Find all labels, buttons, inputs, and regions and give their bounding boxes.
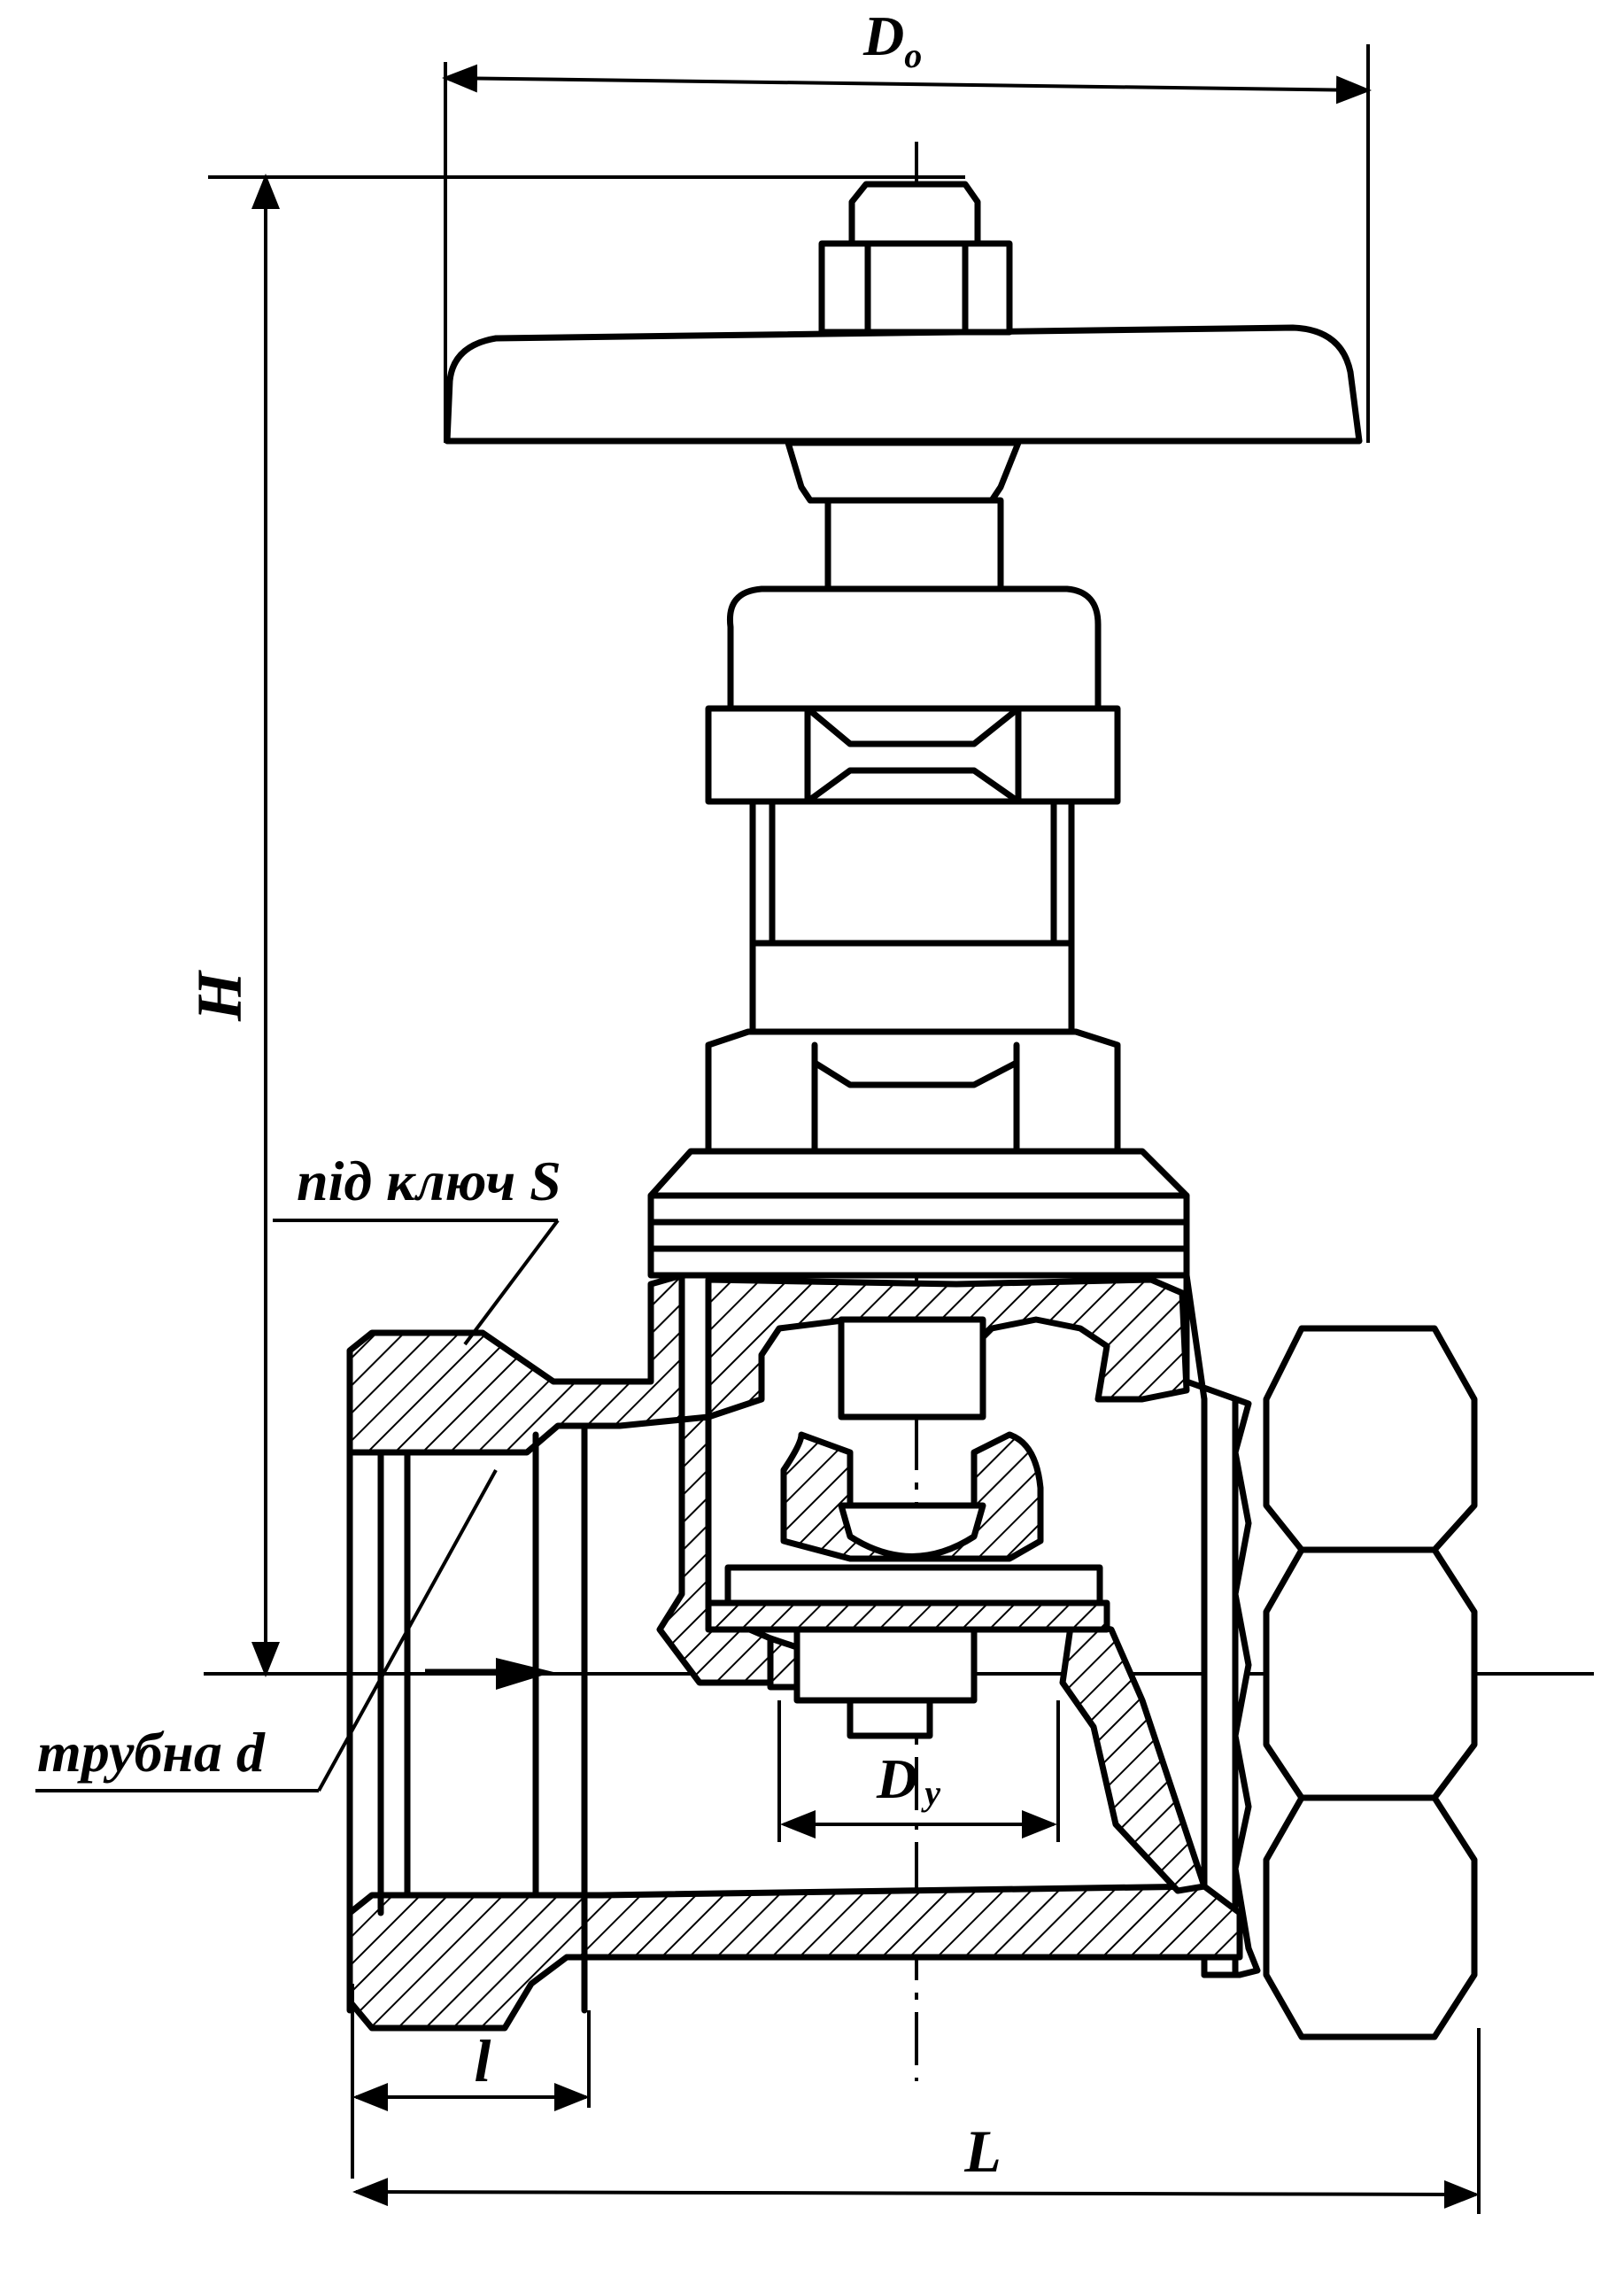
leader-pipe-thread: трубна d: [35, 1469, 498, 1792]
bonnet-assembly: [647, 497, 1190, 1279]
handwheel: [444, 181, 1363, 504]
dimension-height: H: [184, 174, 965, 1677]
label-wrench-size: під ключ S: [297, 1150, 561, 1212]
flow-direction-arrow-icon: [425, 1658, 553, 1690]
label-dy-subscript: y: [921, 1773, 940, 1813]
dimension-handwheel-diameter: Do: [442, 4, 1372, 443]
label-l: l: [475, 2027, 491, 2094]
label-h: H: [184, 970, 255, 1022]
dimension-thread-length: l: [351, 1984, 591, 2179]
leader-wrench-size: під ключ S: [273, 1150, 561, 1346]
svg-text:Do: Do: [862, 4, 922, 75]
label-do: D: [862, 4, 904, 67]
label-dy: D: [876, 1747, 917, 1810]
label-l-overall: L: [963, 2117, 1001, 2185]
svg-text:Dy: Dy: [876, 1747, 940, 1813]
label-do-subscript: o: [904, 35, 922, 75]
valve-body: [346, 1272, 1478, 2040]
valve-disc: [705, 1316, 1110, 1739]
dimension-overall-length: L: [352, 2028, 1481, 2214]
label-pipe-thread: трубна d: [37, 1721, 266, 1784]
